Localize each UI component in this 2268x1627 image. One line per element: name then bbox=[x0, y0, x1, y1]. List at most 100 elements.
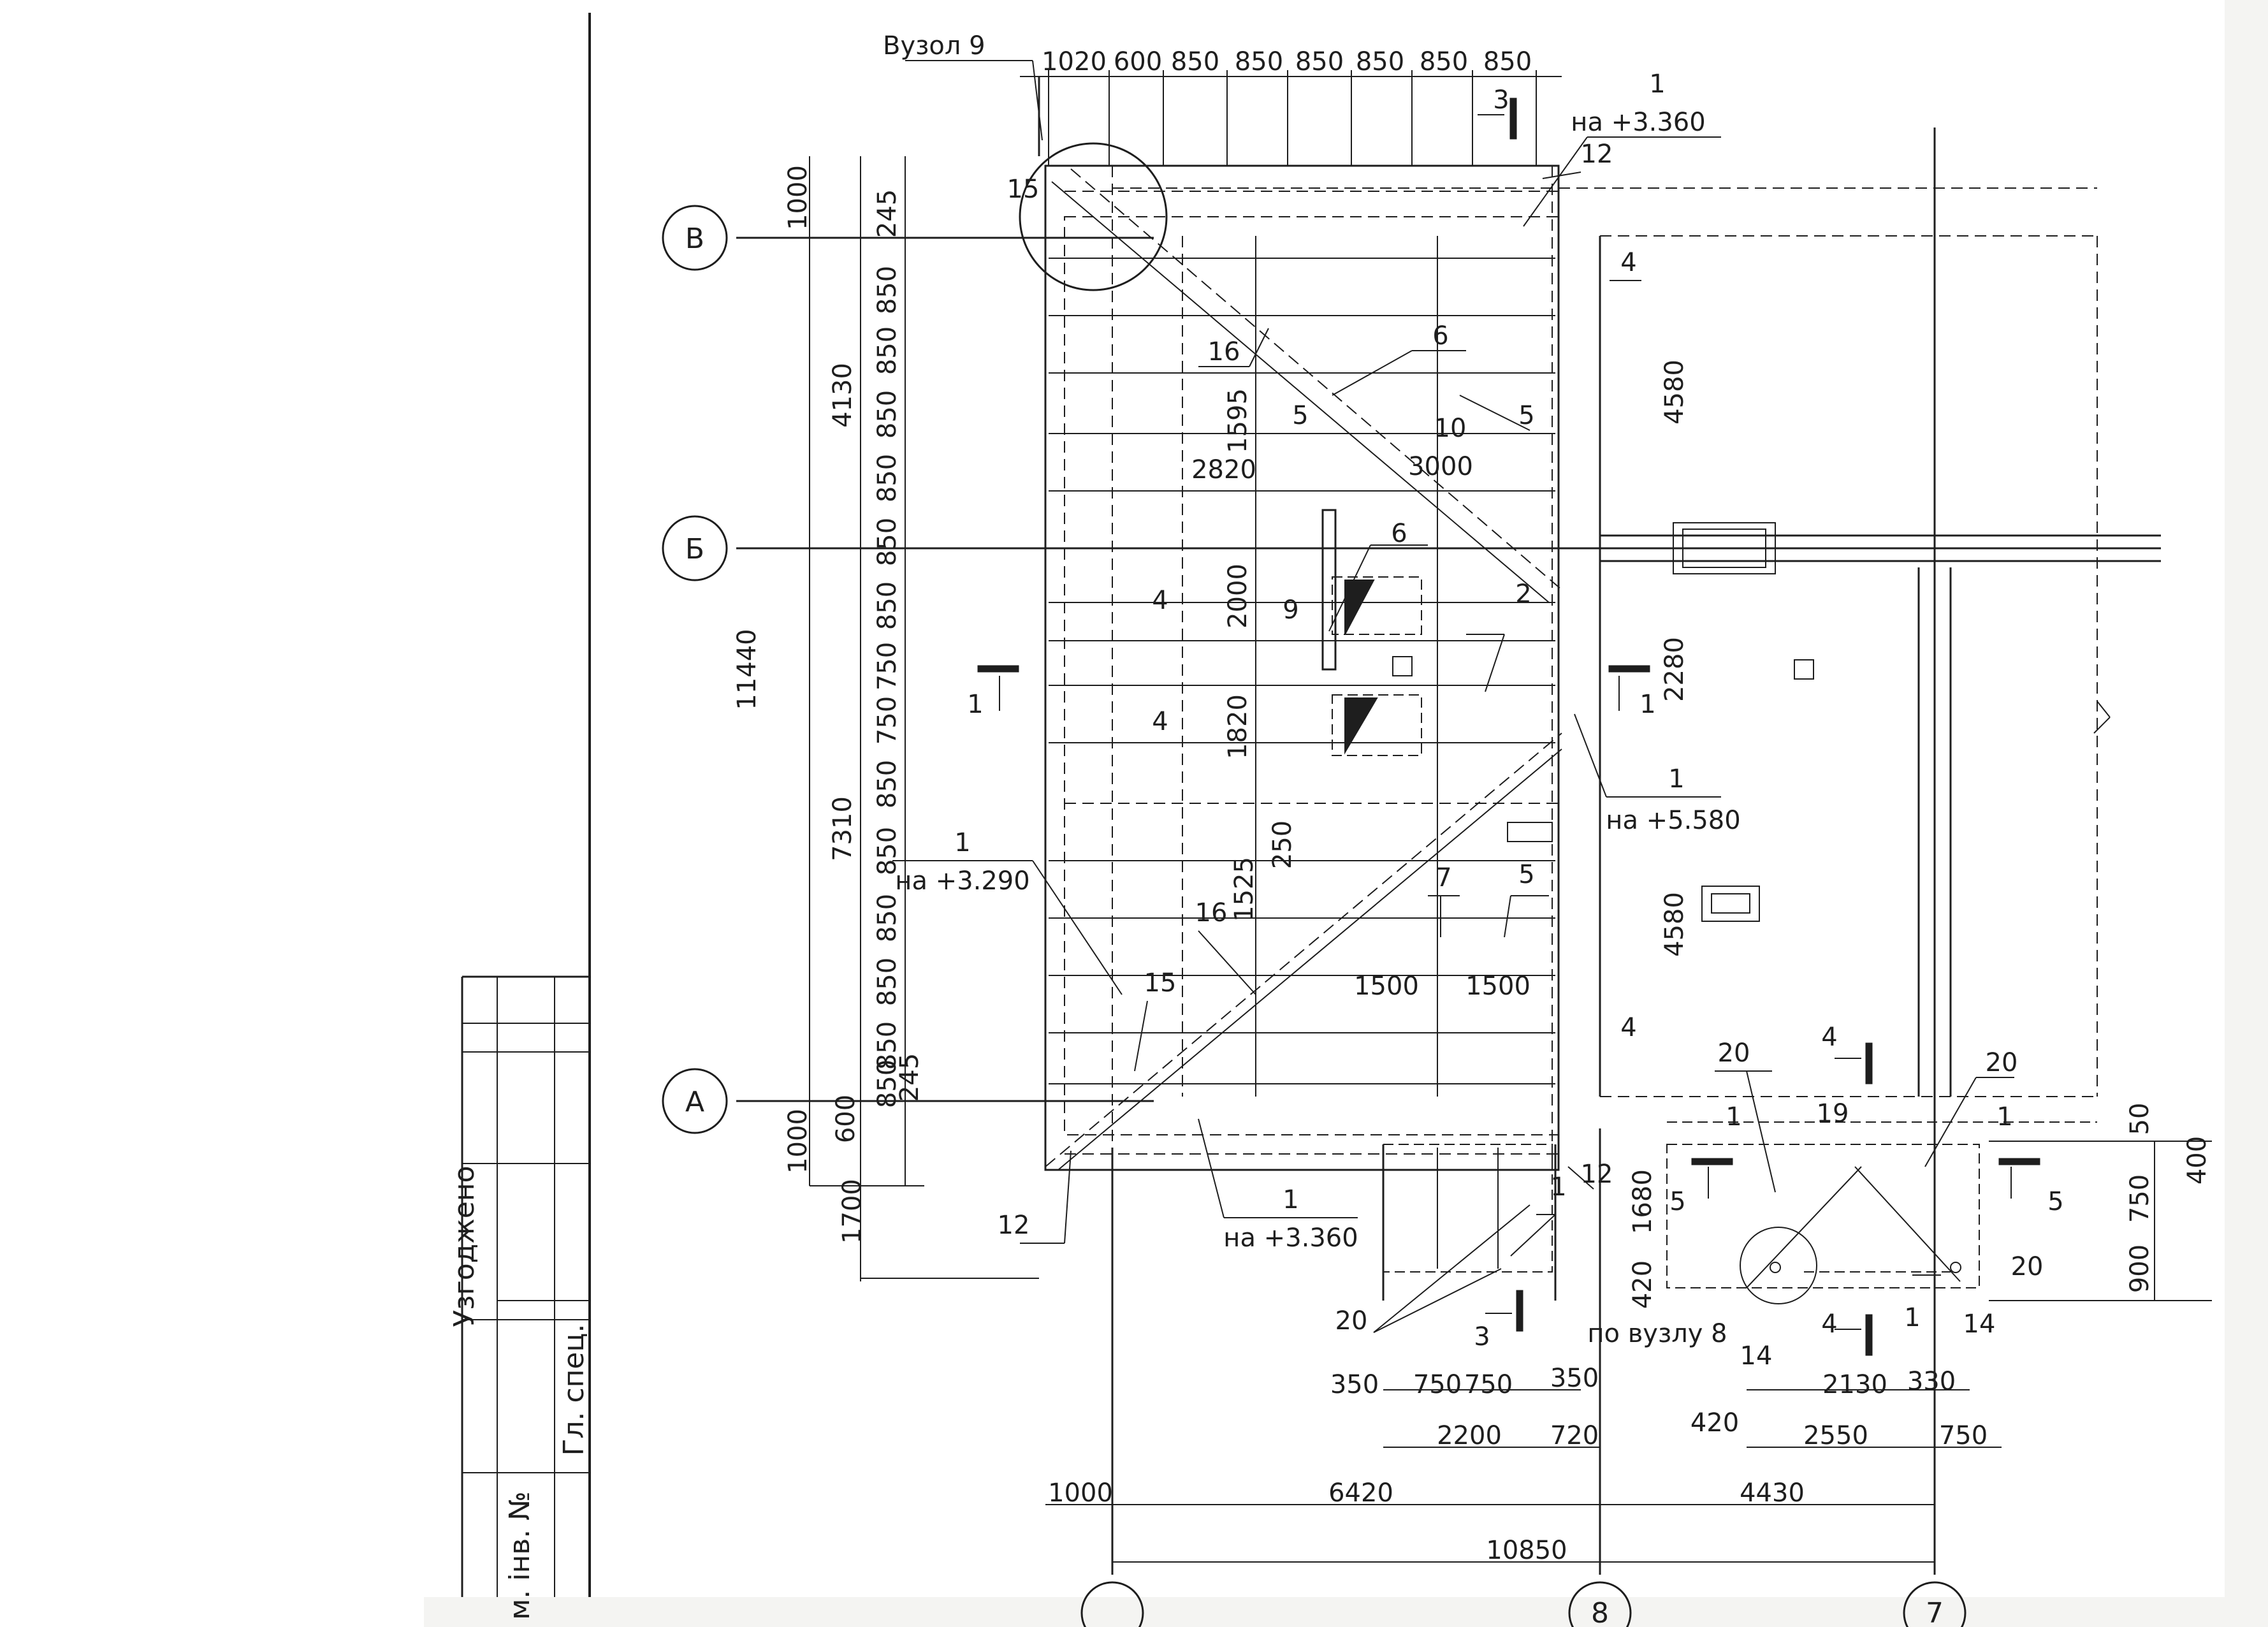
section-1-left: 1 bbox=[967, 690, 983, 719]
bottom-dim: 420 bbox=[1690, 1408, 1739, 1438]
callout-12-top: 12 bbox=[1581, 140, 1613, 169]
callout-1-porch-d: 1 bbox=[1904, 1303, 1920, 1332]
callout-15-top: 15 bbox=[1007, 175, 1040, 204]
bottom-dim: 2200 bbox=[1437, 1421, 1502, 1450]
title-block: Узгоджено Гл. спец. м. інв. № bbox=[448, 1165, 590, 1619]
chief-spec-label: Гл. спец. bbox=[558, 1324, 590, 1456]
interior-dim: 50 bbox=[2125, 1103, 2155, 1135]
interior-dim: 1500 bbox=[1465, 972, 1530, 1001]
left-inner-dim: 750 bbox=[873, 696, 902, 745]
callout-1-porch-b: 1 bbox=[1726, 1102, 1741, 1132]
left-inner-dim: 850 bbox=[873, 1021, 902, 1070]
callout-9: 9 bbox=[1283, 595, 1298, 625]
callout-4-right-b: 4 bbox=[1620, 1013, 1636, 1042]
axis-label-a: А bbox=[685, 1086, 704, 1118]
callout-1-bottom: 1 bbox=[1283, 1185, 1298, 1215]
left-outer-dim: 1000 bbox=[783, 165, 813, 230]
interior-dim: 250 bbox=[1268, 821, 1297, 869]
callout-16-bottom: 16 bbox=[1195, 898, 1228, 928]
callout-level-left: на +3.290 bbox=[895, 866, 1029, 896]
bottom-dim: 4430 bbox=[1740, 1478, 1805, 1508]
callout-1-porch: 1 bbox=[1550, 1172, 1566, 1202]
left-inner-dim: 850 bbox=[873, 827, 902, 875]
callout-16-top: 16 bbox=[1208, 337, 1240, 367]
bottom-dim: 6420 bbox=[1328, 1478, 1393, 1508]
callout-12-porch: 12 bbox=[1581, 1160, 1613, 1189]
dimension-lines bbox=[809, 76, 2212, 1563]
callout-1-top: 1 bbox=[1649, 69, 1665, 99]
interior-dim: 3000 bbox=[1408, 452, 1473, 481]
left-inner-dim: 850 bbox=[873, 266, 902, 314]
callout-10: 10 bbox=[1434, 414, 1467, 443]
section-3-bottom: 3 bbox=[1474, 1322, 1490, 1352]
bottom-dims: 350 750 750 350 2130 330 420 2200 720 25… bbox=[1048, 1364, 1988, 1565]
callout-1-left: 1 bbox=[954, 828, 970, 857]
callout-4-left-a: 4 bbox=[1152, 586, 1168, 615]
left-inner-dim: 850 bbox=[873, 894, 902, 942]
scan-left-edge bbox=[0, 0, 424, 1627]
left-inner-dim: 850 bbox=[873, 390, 902, 439]
left-inner-dim: 850 bbox=[873, 454, 902, 502]
left-outer-dim: 7310 bbox=[828, 796, 857, 861]
interior-dim: 900 bbox=[2125, 1244, 2155, 1293]
callout-19: 19 bbox=[1817, 1099, 1849, 1128]
sheet-frame bbox=[461, 13, 591, 1597]
porch-left bbox=[1382, 1144, 1557, 1301]
bottom-dim: 2550 bbox=[1803, 1421, 1868, 1450]
callout-5-a: 5 bbox=[1292, 401, 1308, 430]
porch-right bbox=[1666, 1121, 2097, 1304]
approved-label: Узгоджено bbox=[448, 1165, 481, 1327]
interior-dim: 2820 bbox=[1191, 455, 1256, 485]
axis-label-8: 8 bbox=[1591, 1597, 1609, 1627]
top-dim-8: 850 bbox=[1483, 47, 1532, 77]
callouts: 1 на +3.360 12 4 15 16 6 5 10 5 6 9 2 4 … bbox=[895, 69, 2043, 1371]
section-4-bottom: 4 bbox=[1821, 1310, 1837, 1339]
interior-dim: 1525 bbox=[1230, 857, 1259, 922]
bottom-dim: 750 bbox=[1413, 1370, 1462, 1399]
inv-no-label: м. інв. № bbox=[504, 1491, 536, 1620]
node-9-leader-2 bbox=[1032, 60, 1043, 141]
bottom-dim: 750 bbox=[1464, 1370, 1513, 1399]
interior-dim: 1820 bbox=[1223, 694, 1253, 759]
callout-20-a: 20 bbox=[1718, 1039, 1750, 1068]
section-marks bbox=[977, 98, 2040, 1356]
left-outer-dim: 1700 bbox=[838, 1179, 867, 1244]
left-inner-dims: 245 850 850 850 850 850 850 750 750 850 … bbox=[873, 189, 924, 1108]
callout-node-8: по вузлу 8 bbox=[1587, 1319, 1727, 1348]
left-outer-dims: 1000 4130 7310 1000 1700 11440 600 bbox=[732, 165, 867, 1244]
bottom-dim: 330 bbox=[1907, 1367, 1956, 1396]
callout-20-b: 20 bbox=[1986, 1048, 2018, 1077]
axis-label-7: 7 bbox=[1926, 1597, 1944, 1627]
section-5-right: 5 bbox=[2047, 1187, 2063, 1216]
callout-6-top: 6 bbox=[1432, 321, 1448, 351]
callout-level-mid: на +5.580 bbox=[1606, 806, 1740, 835]
interior-dim: 1500 bbox=[1354, 972, 1419, 1001]
axis-label-b: Б bbox=[685, 533, 704, 565]
section-3-top: 3 bbox=[1493, 85, 1509, 115]
bottom-overall-dim: 10850 bbox=[1486, 1536, 1567, 1565]
callout-7: 7 bbox=[1436, 863, 1451, 893]
diagonal-rafters bbox=[1045, 168, 1562, 1171]
section-5-left: 5 bbox=[1669, 1187, 1685, 1216]
top-dim-2: 600 bbox=[1114, 47, 1162, 77]
callout-level-top: на +3.360 bbox=[1571, 108, 1705, 137]
bottom-dim: 350 bbox=[1330, 1370, 1379, 1399]
bottom-dim: 720 bbox=[1550, 1421, 1599, 1450]
callout-level-bottom: на +3.360 bbox=[1223, 1223, 1358, 1253]
interior-dim: 2000 bbox=[1223, 564, 1253, 629]
left-inner-dim: 850 bbox=[873, 958, 902, 1006]
left-inner-dim: 245 bbox=[895, 1053, 924, 1102]
scan-bottom-edge bbox=[424, 1597, 2268, 1627]
left-outer-dim: 4130 bbox=[828, 363, 857, 428]
slab-left bbox=[1044, 164, 1560, 1171]
callout-20-d: 20 bbox=[1335, 1306, 1368, 1336]
callout-1-mid: 1 bbox=[1668, 764, 1684, 794]
interior-dim: 4580 bbox=[1660, 360, 1689, 425]
left-outer-dim: 1000 bbox=[783, 1109, 813, 1174]
bottom-dim: 750 bbox=[1939, 1421, 1988, 1450]
callout-14-b: 14 bbox=[1963, 1310, 1996, 1339]
left-dim-600: 600 bbox=[831, 1095, 861, 1143]
bottom-dim: 1000 bbox=[1048, 1478, 1113, 1508]
left-inner-dim: 850 bbox=[873, 326, 902, 375]
